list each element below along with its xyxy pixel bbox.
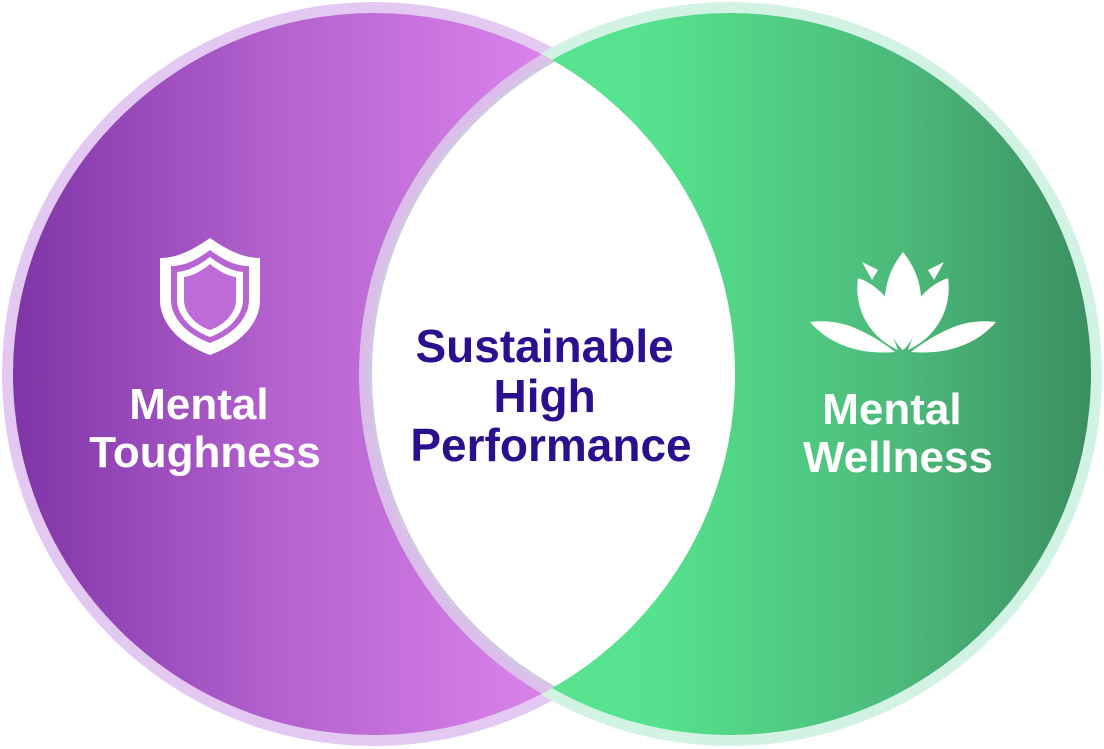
center-label-line3: Performance [410,419,691,471]
right-label: Mental Wellness [803,385,993,482]
center-label-line1: Sustainable [416,320,674,372]
lotus-icon [810,252,996,353]
center-label: Sustainable High Performance [410,320,691,471]
left-label: Mental Toughness [89,380,320,477]
shield-icon [160,238,260,355]
left-label-line2: Toughness [89,428,320,477]
intersection-area [372,16,735,732]
right-label-line1: Mental [822,385,961,434]
right-label-line2: Wellness [803,433,993,482]
left-label-line1: Mental [129,380,268,429]
center-label-line2: High [494,370,596,422]
